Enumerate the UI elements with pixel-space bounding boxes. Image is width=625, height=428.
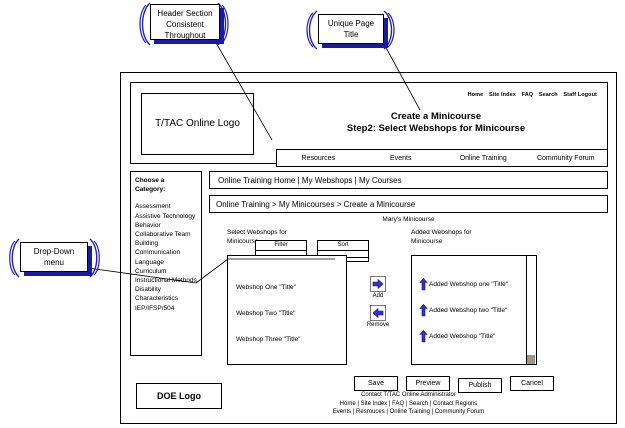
utility-nav: Home Site Index FAQ Search Staff Logout	[467, 92, 598, 98]
list-item[interactable]: Webshop Three "Title"	[236, 336, 301, 343]
callout-header-section: Header Section Consistent Throughout	[150, 4, 220, 40]
arrow-up-icon	[419, 330, 428, 343]
utility-nav-staff-logout[interactable]: Staff Logout	[563, 92, 597, 98]
sidebar-item-communication[interactable]: Communication	[135, 249, 181, 257]
main-nav-resources[interactable]: Resources	[301, 154, 335, 162]
sidebar-item-iep-ifsp-504[interactable]: IEP/IFSP/504	[135, 304, 175, 312]
available-webshops-list[interactable]: Webshop One "Title" Webshop Two "Title" …	[227, 255, 347, 365]
list-item[interactable]: Webshop Two "Title"	[236, 310, 296, 317]
sidebar-item-instructional-methods[interactable]: Instructional Methods	[135, 277, 197, 285]
cancel-button[interactable]: Cancel	[510, 376, 554, 391]
page-title: Create a Minicourse Step2: Select Websho…	[271, 111, 601, 135]
section-tabs[interactable]: Online Training Home | My Webshops | My …	[209, 171, 608, 189]
main-nav-community-forum[interactable]: Community Forum	[536, 154, 595, 162]
sidebar-heading: Choose a Category:	[135, 176, 197, 194]
scrollbar-thumb[interactable]	[527, 355, 535, 364]
list-item-label: Added Webshop two "Title"	[429, 307, 508, 314]
arrow-right-icon	[372, 278, 384, 290]
page-title-line1: Create a Minicourse	[390, 111, 482, 122]
callout-brace-right-title	[382, 10, 398, 50]
footer-contact[interactable]: Contact T/TAC Online Administrator	[361, 392, 456, 398]
sort-dropdown-label: Sort	[318, 241, 368, 251]
browser-page-frame: T/TAC Online Logo Home Site Index FAQ Se…	[120, 72, 617, 424]
callout-unique-page-title: Unique Page Title	[318, 14, 384, 44]
callout-brace-left-dropdown	[7, 238, 21, 278]
select-panel-label-line1: Select Webshops for	[227, 229, 287, 236]
site-logo: T/TAC Online Logo	[141, 93, 254, 155]
added-webshops-list[interactable]: Added Webshop one "Title" Added Webshop …	[411, 255, 537, 365]
callout-brace-left-title	[303, 10, 319, 50]
sidebar-item-disability-characteristics[interactable]: Disability Characteristics	[135, 286, 178, 303]
main-nav-events[interactable]: Events	[390, 154, 412, 162]
added-panel-label-line2: Minicourse	[411, 237, 443, 245]
page-title-line2: Step2: Select Webshops for Minicourse	[346, 123, 526, 134]
list-item[interactable]: Added Webshop two "Title"	[419, 304, 507, 317]
footer-links-row1[interactable]: Home | Site Index | FAQ | Search | Conta…	[339, 400, 478, 407]
list-item-label: Added Webshop "Title"	[429, 333, 496, 340]
footer-links-row2[interactable]: Events | Resrouces | Online Training | C…	[332, 409, 485, 415]
added-panel-label: Added Webshops for Minicourse	[411, 229, 531, 246]
doe-logo: DOE Logo	[136, 383, 222, 409]
publish-button[interactable]: Publish	[458, 378, 502, 393]
remove-label: Remove	[366, 322, 390, 328]
arrow-up-icon	[419, 304, 428, 317]
main-nav: Resources Events Online Training Communi…	[276, 149, 608, 167]
add-button[interactable]	[370, 276, 386, 292]
utility-nav-search[interactable]: Search	[538, 92, 558, 98]
list-item[interactable]: Added Webshop "Title"	[419, 330, 495, 343]
sidebar-heading-line1: Choose a	[135, 177, 165, 184]
callout-brace-left-header	[136, 2, 152, 46]
select-panel-label: Select Webshops for Minicourse	[227, 229, 337, 246]
arrow-left-icon	[372, 307, 384, 319]
utility-nav-faq[interactable]: FAQ	[521, 92, 534, 98]
sidebar-item-language[interactable]: Language	[135, 258, 164, 266]
save-button[interactable]: Save	[354, 376, 398, 391]
sidebar-item-assessment[interactable]: Assessment	[135, 203, 171, 211]
preview-button[interactable]: Preview	[406, 376, 450, 391]
footer: Contact T/TAC Online Administrator Home …	[209, 391, 608, 417]
sidebar-item-assistive-technology[interactable]: Assistive Technology	[135, 212, 196, 220]
breadcrumb: Online Training > My Minicourses > Creat…	[209, 195, 608, 213]
list-item-label: Added Webshop one "Title"	[429, 281, 509, 288]
added-list-scrollbar[interactable]	[526, 256, 536, 364]
sidebar-heading-line2: Category:	[135, 186, 166, 194]
add-label: Add	[372, 293, 384, 299]
header-section: T/TAC Online Logo Home Site Index FAQ Se…	[130, 82, 608, 167]
sidebar-item-collaborative-team-building[interactable]: Collaborative Team Building	[135, 231, 191, 248]
list-item[interactable]: Added Webshop one "Title"	[419, 278, 508, 291]
utility-nav-home[interactable]: Home	[467, 92, 484, 98]
list-item[interactable]: Webshop One "Title"	[236, 284, 296, 291]
arrow-up-icon	[419, 278, 428, 291]
filter-dropdown-label: Filter	[256, 241, 306, 251]
added-panel-label-line1: Added Webshops for	[411, 229, 472, 236]
select-panel-label-line2: Minicourse	[227, 237, 259, 245]
course-name: Mary's Minicourse	[382, 216, 435, 223]
category-sidebar: Choose a Category: Assessment Assistive …	[130, 171, 202, 356]
main-nav-online-training[interactable]: Online Training	[459, 154, 507, 162]
utility-nav-site-index[interactable]: Site Index	[488, 92, 516, 98]
sidebar-item-behavior[interactable]: Behavior	[135, 221, 161, 229]
callout-dropdown-menu: Drop-Down menu	[20, 242, 88, 272]
remove-button[interactable]	[370, 305, 386, 321]
sidebar-item-curriculum[interactable]: Curriculum	[135, 267, 167, 275]
callout-brace-right-dropdown	[88, 238, 102, 278]
